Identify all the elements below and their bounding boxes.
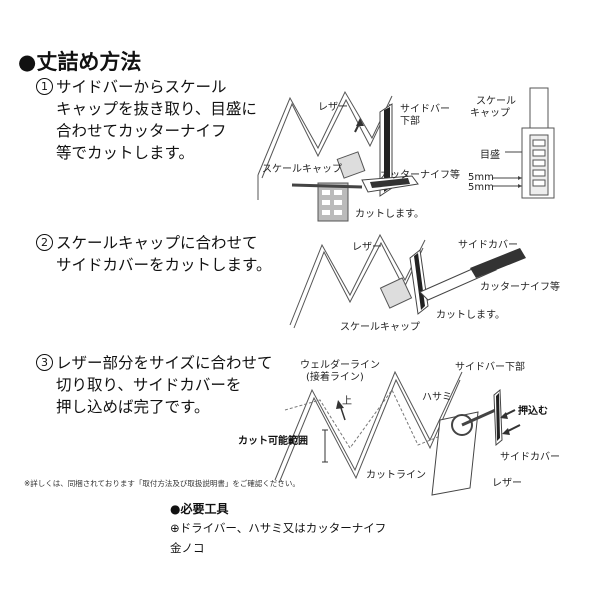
fig1-cutter-label: カッターナイフ等: [380, 170, 460, 181]
fig1-5mm-label-2: 5mm: [468, 182, 494, 193]
fig2-scale-cap-label: スケールキャップ: [340, 322, 420, 333]
fig2-side-cover-label: サイドカバー: [458, 240, 518, 251]
fig3-welder-line-label-1: ウェルダーライン: [300, 360, 380, 371]
fig1-sidebar-bottom-label-2: 下部: [400, 116, 420, 127]
fig2-cut-label: カットします。: [436, 310, 505, 321]
step-3-line-1: レザー部分をサイズに合わせて: [56, 354, 273, 372]
tools-heading: ●必要工具: [170, 502, 229, 516]
fig3-scissors-label: ハサミ: [422, 392, 452, 403]
figure-3-drawing: [274, 370, 521, 496]
step-2-number: 2: [36, 234, 53, 251]
fig1-leather-label: レザー: [318, 102, 348, 113]
step-1-line-4: 等でカットします。: [56, 144, 194, 162]
step-1-line-1: サイドバーからスケール: [56, 78, 227, 96]
step-2-line-2: サイドカバーをカットします。: [56, 256, 272, 274]
fig3-side-cover-label: サイドカバー: [500, 452, 560, 463]
tools-line-1: ⊕ドライバー、ハサミ又はカッターナイフ: [170, 521, 387, 535]
fig3-up-label: 上: [342, 396, 352, 407]
fig2-leather-label: レザー: [352, 242, 382, 253]
fig2-cutter-label: カッターナイフ等: [480, 282, 560, 293]
fig1-cut-label: カットします。: [355, 209, 424, 220]
fig3-push-label: 押込む: [518, 406, 548, 417]
step-1-number: 1: [36, 78, 53, 95]
step-1-line-2: キャップを抜き取り、目盛に: [56, 100, 257, 118]
figure-2-drawing: [289, 233, 526, 329]
footnote: ※詳しくは、同梱されております「取付方法及び取扱説明書」をご確認ください。: [24, 479, 300, 488]
page-heading: ●丈詰め方法: [18, 50, 142, 74]
step-3-line-2: 切り取り、サイドカバーを: [56, 376, 242, 394]
fig1-scale-cap-right-label-1: スケール: [476, 96, 516, 107]
fig1-sidebar-bottom-label-1: サイドバー: [400, 104, 450, 115]
fig1-scale-cap-label: スケールキャップ: [262, 164, 342, 175]
fig3-sidebar-bottom-label: サイドバー下部: [455, 362, 525, 373]
step-3-number: 3: [36, 354, 53, 371]
fig3-cut-line-label: カットライン: [366, 470, 426, 481]
fig1-scale-cap-right-label-2: キャップ: [470, 108, 510, 119]
step-1-line-3: 合わせてカッターナイフ: [56, 122, 227, 140]
fig3-leather-label: レザー: [492, 478, 522, 489]
fig1-5mm-label-1: 5mm: [468, 172, 494, 183]
fig3-cut-range-label: カット可能範囲: [238, 436, 308, 447]
step-2-line-1: スケールキャップに合わせて: [56, 234, 258, 252]
tools-line-2: 金ノコ: [170, 541, 205, 555]
fig1-scale-marks-label: 目盛: [480, 150, 500, 161]
fig3-welder-line-label-2: (接着ライン): [306, 372, 364, 383]
step-3-line-3: 押し込めば完了です。: [56, 398, 210, 416]
figure-1-drawing: [257, 87, 555, 222]
